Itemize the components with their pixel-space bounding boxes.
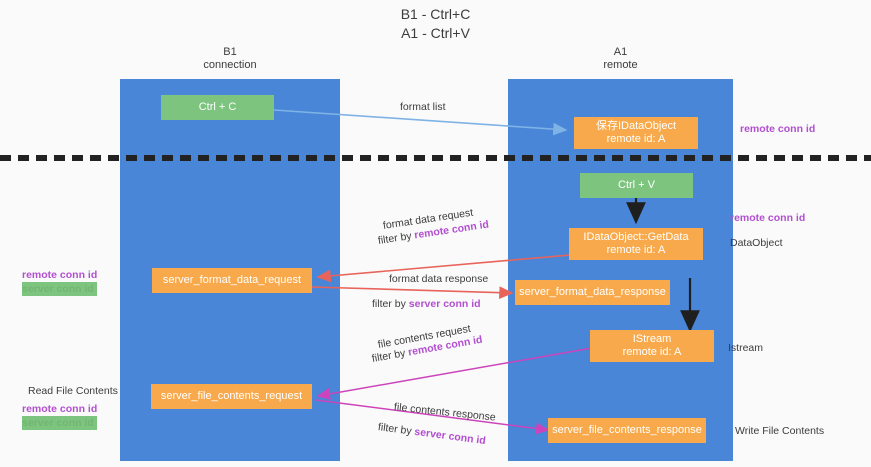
edge-label-filter-key-server-conn-id: server conn id [408,298,481,310]
edge-label-file-contents-response-filter: filter by server conn id [377,420,486,448]
node-idataobject-label: 保存IDataObject [595,120,677,132]
node-server-format-data-response-label: server_format_data_response [519,286,666,298]
node-getdata-label: IDataObject::GetData [583,231,689,243]
node-ctrl-c[interactable]: Ctrl + C [161,95,274,120]
edge-label-filter-prefix: filter by [377,229,416,247]
annotation-right-istream: Istream [728,341,763,355]
title-line-1: B1 - Ctrl+C [400,6,471,22]
edge-label-filter-key-server-conn-id-2: server conn id [413,425,487,448]
edge-label-format-data-response-top: format data response [389,272,488,286]
column-header-b1-name: B1 [223,46,237,58]
edge-label-file-contents-response-top: file contents response [393,400,496,425]
node-server-file-contents-request[interactable]: server_file_contents_request [151,384,312,409]
edge-label-filter-prefix-3: filter by [370,346,410,365]
annotation-right-write-file-contents-text: Write File Contents [735,425,825,437]
node-server-file-contents-request-label: server_file_contents_request [160,390,303,402]
edge-label-format-list: format list [400,100,446,114]
edge-label-format-data-response-filter: filter by server conn id [372,297,481,311]
node-server-format-data-response[interactable]: server_format_data_response [515,280,670,305]
annotation-right-remote-conn-id-getdata: remote conn id [730,211,805,225]
annotation-right-remote-conn-id-top: remote conn id [740,122,815,136]
annotation-left-remote-conn-id: remote conn id [22,269,98,281]
annotation-left-conn-ids-format: remote conn id server conn id [22,268,98,296]
section-divider [0,155,871,161]
column-header-b1: B1 connection [120,46,340,72]
annotation-right-remote-conn-id-getdata-text: remote conn id [730,212,806,224]
annotation-right-write-file-contents: Write File Contents [735,424,824,438]
node-idataobject[interactable]: 保存IDataObject remote id: A [574,117,698,149]
annotation-right-dataobject: DataObject [730,236,783,250]
node-server-file-contents-response[interactable]: server_file_contents_response [548,418,706,443]
arrow-format-data-response [311,286,514,300]
annotation-left-remote-conn-id-2: remote conn id [22,403,98,415]
column-header-a1-name: A1 [613,46,628,58]
page-title: B1 - Ctrl+C A1 - Ctrl+V [0,5,871,43]
node-ctrl-v-label: Ctrl + V [618,179,655,191]
annotation-left-conn-ids-file: remote conn id server conn id [22,402,98,430]
node-getdata-remote-id: remote id: A [606,244,666,256]
node-server-format-data-request-label: server_format_data_request [162,274,302,286]
annotation-right-dataobject-text: DataObject [730,237,783,249]
node-getdata[interactable]: IDataObject::GetData remote id: A [569,228,703,260]
annotation-left-server-conn-id-2: server conn id [22,416,98,430]
node-idataobject-remote-id: remote id: A [606,133,666,145]
edge-label-file-contents-response-text: file contents response [393,401,497,424]
column-header-b1-role: connection [203,59,257,71]
edge-label-filter-prefix-4: filter by [377,421,416,438]
node-istream[interactable]: IStream remote id: A [590,330,714,362]
annotation-right-remote-conn-id-top-text: remote conn id [740,123,816,135]
edge-label-format-data-response-text: format data response [389,273,489,285]
node-istream-label: IStream [632,333,672,345]
edge-label-filter-prefix-2: filter by [372,298,409,310]
node-server-format-data-request[interactable]: server_format_data_request [152,268,312,293]
column-header-a1: A1 remote [508,46,733,72]
node-ctrl-c-label: Ctrl + C [198,101,237,113]
annotation-left-read-file-contents: Read File Contents [28,384,118,398]
annotation-right-istream-text: Istream [728,342,764,354]
node-server-file-contents-response-label: server_file_contents_response [552,424,702,436]
annotation-left-read-file-contents-text: Read File Contents [28,385,118,397]
column-header-a1-role: remote [603,59,638,71]
title-line-2: A1 - Ctrl+V [401,25,470,41]
node-istream-remote-id: remote id: A [622,346,682,358]
node-ctrl-v[interactable]: Ctrl + V [580,173,693,198]
edge-label-format-list-text: format list [400,101,446,113]
annotation-left-server-conn-id: server conn id [22,282,98,296]
